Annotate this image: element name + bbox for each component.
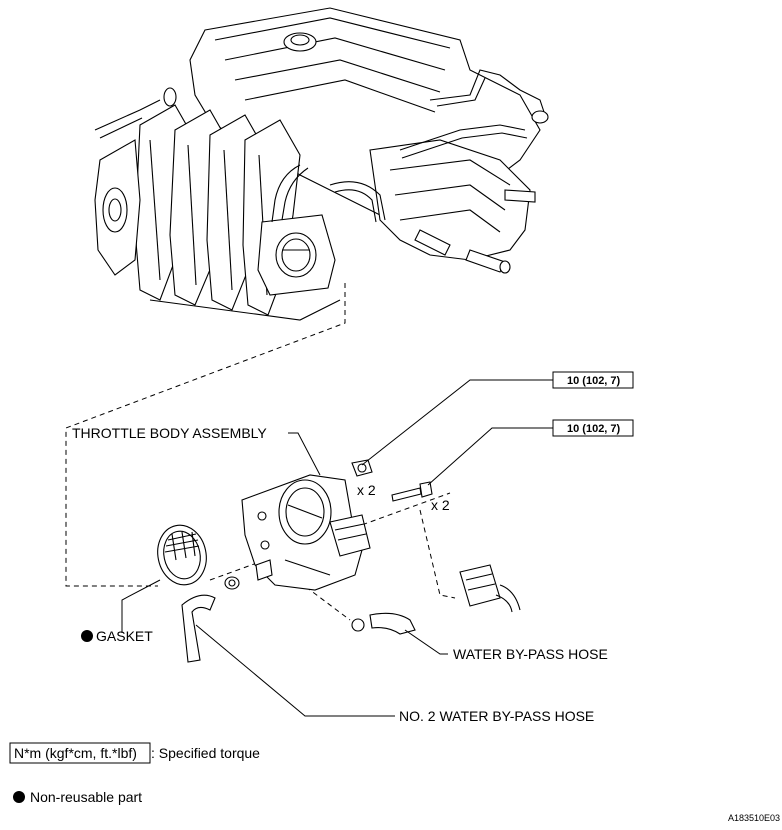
nonreusable-legend-dot: [13, 791, 25, 803]
nut-quantity-label: x 2: [357, 482, 376, 498]
torque-box-bolt: 10 (102, 7): [552, 419, 634, 437]
torque-legend-units: N*m (kgf*cm, ft.*lbf): [14, 745, 137, 761]
nut-part: [351, 459, 373, 477]
hose-clip: [224, 576, 240, 590]
gasket-label: GASKET: [96, 628, 153, 644]
gasket-nonreusable-dot: [81, 630, 93, 642]
water-bypass-hose-label: WATER BY-PASS HOSE: [453, 646, 608, 662]
bolt-part: [391, 481, 433, 502]
no2-water-bypass-hose-label: NO. 2 WATER BY-PASS HOSE: [399, 708, 594, 724]
no2-water-bypass-hose-part: [181, 594, 216, 663]
bolt-quantity-label: x 2: [431, 497, 450, 513]
throttle-body-label: THROTTLE BODY ASSEMBLY: [72, 425, 267, 441]
engine-illustration: [94, 7, 549, 321]
torque-legend-text: : Specified torque: [151, 745, 260, 761]
leader-lines: [121, 379, 553, 717]
torque-box-nut: 10 (102, 7): [552, 371, 634, 389]
nonreusable-legend-text: Non-reusable part: [30, 789, 142, 805]
throttle-body-assembly: [241, 474, 371, 591]
connector-part: [459, 564, 521, 613]
torque-spec-bolt: 10 (102, 7): [567, 423, 621, 435]
legend: N*m (kgf*cm, ft.*lbf) : Specified torque…: [9, 742, 260, 805]
figure-id: A183510E03: [728, 813, 780, 823]
torque-spec-nut: 10 (102, 7): [567, 375, 621, 387]
gasket-part: [157, 524, 207, 586]
torque-legend-box: [9, 742, 151, 764]
